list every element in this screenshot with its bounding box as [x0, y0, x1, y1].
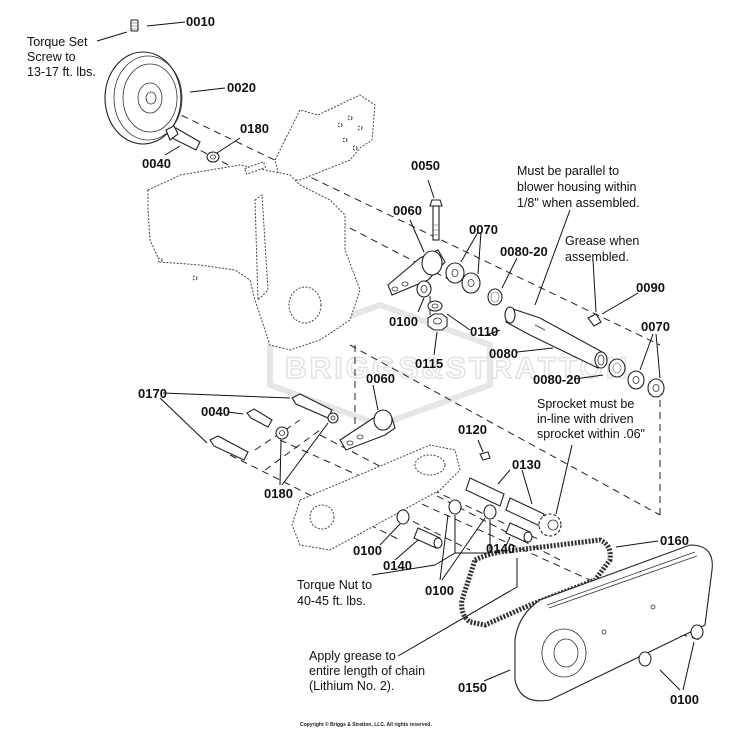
svg-text:40-45 ft. lbs.: 40-45 ft. lbs.	[297, 594, 366, 608]
part-labels: 0010 0020 0040 0180 0050 0060 0070 0080-…	[138, 14, 699, 707]
label-0020[interactable]: 0020	[227, 80, 256, 95]
label-0070-bottom[interactable]: 0070	[641, 319, 670, 334]
copyright-text: Copyright © Briggs & Stratton, LLC. All …	[300, 721, 432, 728]
grease-fitting-0090[interactable]	[587, 313, 602, 327]
label-0100-mid[interactable]: 0100	[425, 583, 454, 598]
washers-0070-top[interactable]	[445, 262, 481, 294]
nut-0100-top[interactable]	[416, 280, 432, 298]
label-0110[interactable]: 0110	[470, 324, 498, 339]
label-0060-lower[interactable]: 0060	[366, 371, 395, 386]
note-torque-set-screw: Torque Set Screw to 13-17 ft. lbs.	[27, 35, 96, 79]
label-0140-left[interactable]: 0140	[383, 558, 412, 573]
set-screw-0010[interactable]	[130, 19, 139, 32]
label-0080-20-top[interactable]: 0080-20	[500, 244, 548, 259]
label-0160[interactable]: 0160	[660, 533, 689, 548]
svg-text:Screw to: Screw to	[27, 50, 76, 64]
bracket-0060-lower[interactable]	[339, 409, 396, 451]
label-0070-top[interactable]: 0070	[469, 222, 498, 237]
label-0050[interactable]: 0050	[411, 158, 440, 173]
label-0115[interactable]: 0115	[415, 356, 443, 371]
svg-text:13-17 ft. lbs.: 13-17 ft. lbs.	[27, 65, 96, 79]
washers-0180-lower[interactable]	[275, 412, 339, 440]
svg-text:Sprocket must be: Sprocket must be	[537, 397, 634, 411]
label-0100-cover[interactable]: 0100	[670, 692, 699, 707]
label-0090[interactable]: 0090	[636, 280, 665, 295]
watermark-text: BRIGGS&STRATTON	[285, 352, 631, 385]
leader-lines	[96, 21, 695, 691]
hexnut-0115[interactable]	[427, 313, 448, 331]
svg-text:Grease when: Grease when	[565, 234, 639, 248]
svg-text:sprocket within .06": sprocket within .06"	[537, 427, 645, 441]
label-0040-top[interactable]: 0040	[142, 156, 171, 171]
svg-text:Must be parallel to: Must be parallel to	[517, 164, 619, 178]
nuts-0100-mid[interactable]	[396, 499, 497, 525]
svg-text:entire length of chain: entire length of chain	[309, 664, 425, 678]
bearing-0080-20-bottom[interactable]	[608, 358, 626, 378]
svg-text:blower housing within: blower housing within	[517, 180, 637, 194]
svg-text:Torque Set: Torque Set	[27, 35, 88, 49]
label-0180-top[interactable]: 0180	[240, 121, 269, 136]
label-0180-lower[interactable]: 0180	[264, 486, 293, 501]
label-0130[interactable]: 0130	[512, 457, 541, 472]
bearing-0080-20-top[interactable]	[487, 288, 503, 306]
chain-cover-0150[interactable]	[514, 544, 713, 702]
note-sprocket-inline: Sprocket must be in-line with driven spr…	[537, 397, 645, 441]
svg-text:(Lithium No. 2).: (Lithium No. 2).	[309, 679, 394, 693]
lockwasher-0110[interactable]	[427, 300, 443, 312]
pulley-0020[interactable]	[104, 51, 183, 145]
washer-0180-top[interactable]	[206, 151, 220, 163]
svg-text:in-line with driven: in-line with driven	[537, 412, 634, 426]
nuts-0100-cover[interactable]	[638, 624, 704, 667]
bolt-0040-lower[interactable]	[246, 408, 273, 428]
note-grease-chain: Apply grease to entire length of chain (…	[309, 649, 425, 693]
svg-text:assembled.: assembled.	[565, 250, 629, 264]
note-parallel: Must be parallel to blower housing withi…	[517, 164, 640, 210]
label-0060-top[interactable]: 0060	[393, 203, 422, 218]
note-grease-assembled: Grease when assembled.	[565, 234, 639, 264]
assembly-notes: Torque Set Screw to 13-17 ft. lbs. Must …	[27, 35, 645, 693]
label-0170[interactable]: 0170	[138, 386, 167, 401]
svg-text:Torque Nut to: Torque Nut to	[297, 578, 372, 592]
watermark: BRIGGS&STRATTON	[267, 301, 631, 429]
chain-0160[interactable]	[459, 537, 613, 628]
bolt-0040-top[interactable]	[165, 125, 201, 151]
note-torque-nut: Torque Nut to 40-45 ft. lbs.	[297, 578, 372, 608]
blower-housing-frame	[147, 94, 376, 351]
bolt-0050[interactable]	[429, 199, 443, 241]
label-0010[interactable]: 0010	[186, 14, 215, 29]
label-0100-top[interactable]: 0100	[389, 314, 418, 329]
bolts-0170[interactable]	[209, 393, 333, 461]
shaft-0080[interactable]	[504, 306, 608, 369]
label-0040-lower[interactable]: 0040	[201, 404, 230, 419]
label-0080[interactable]: 0080	[489, 346, 518, 361]
label-0100-left[interactable]: 0100	[353, 543, 382, 558]
chain-case-plate	[291, 444, 461, 551]
bracket-0060-top[interactable]	[387, 249, 446, 296]
sprocket[interactable]	[538, 513, 562, 537]
key-0120[interactable]	[479, 451, 491, 461]
label-0120[interactable]: 0120	[458, 422, 487, 437]
label-0150[interactable]: 0150	[458, 680, 487, 695]
svg-text:1/8" when assembled.: 1/8" when assembled.	[517, 196, 640, 210]
washers-0070-bottom[interactable]	[627, 370, 665, 398]
label-0080-20-bottom[interactable]: 0080-20	[533, 372, 581, 387]
spacers-0140[interactable]	[413, 522, 533, 549]
label-0140-right[interactable]: 0140	[486, 541, 515, 556]
svg-text:Apply grease to: Apply grease to	[309, 649, 396, 663]
shafts-0130[interactable]	[465, 477, 545, 527]
